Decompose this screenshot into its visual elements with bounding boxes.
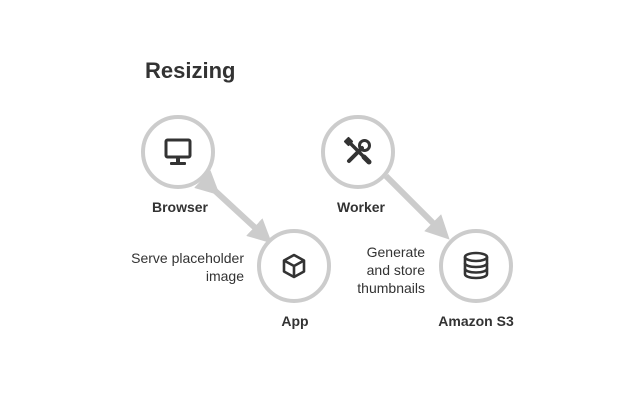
cube-icon: [282, 253, 306, 279]
annotation-line: Generate: [366, 244, 425, 260]
annotation-line: thumbnails: [357, 280, 425, 296]
s3-node: [439, 229, 513, 303]
generate-thumbnails-annotation: Generate and store thumbnails: [340, 243, 425, 297]
tools-icon: [343, 136, 372, 165]
browser-app-connector: [194, 170, 272, 244]
app-node: [257, 229, 331, 303]
browser-node: [141, 115, 215, 189]
worker-s3-connector: [383, 173, 450, 240]
database-icon: [463, 251, 489, 280]
worker-node: [321, 115, 395, 189]
annotation-line: and store: [366, 262, 425, 278]
annotation-line: Serve placeholder: [131, 250, 244, 266]
app-label: App: [281, 313, 309, 329]
s3-label: Amazon S3: [438, 313, 514, 329]
worker-label: Worker: [337, 199, 385, 215]
browser-label: Browser: [151, 199, 209, 215]
diagram-title: Resizing: [145, 58, 236, 83]
annotation-line: image: [205, 268, 244, 284]
monitor-icon: [164, 138, 192, 165]
serve-placeholder-annotation: Serve placeholder image: [110, 249, 244, 285]
